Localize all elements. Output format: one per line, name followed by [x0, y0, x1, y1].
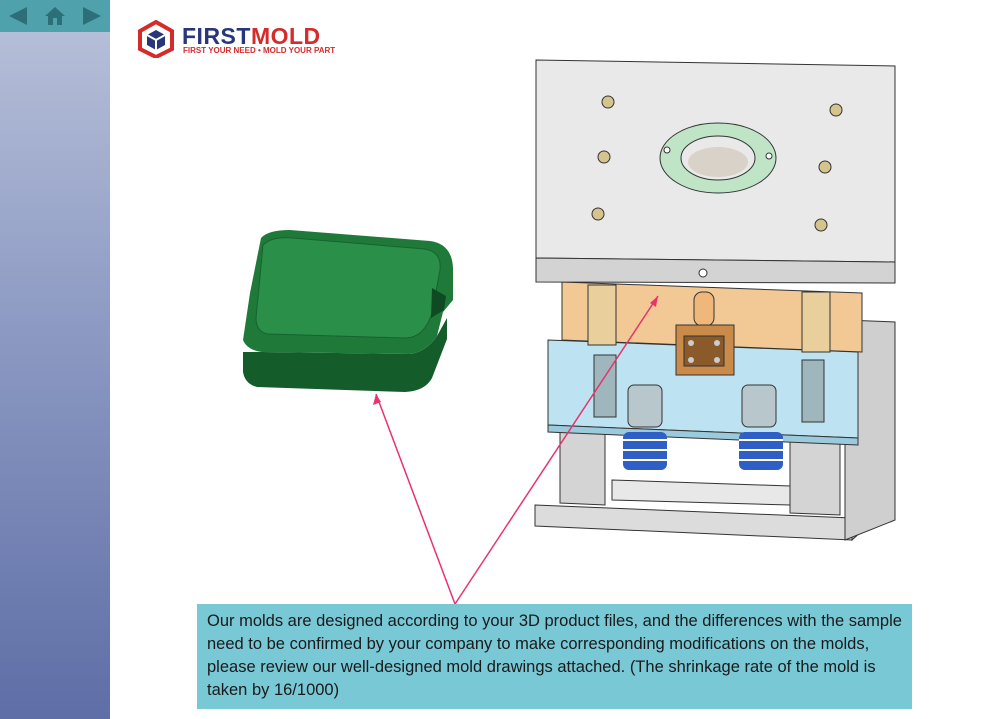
logo-wordmark: FIRSTMOLD — [182, 24, 321, 48]
home-button[interactable] — [40, 2, 70, 30]
nav-toolbar — [0, 0, 110, 32]
next-button[interactable] — [77, 2, 107, 30]
callout-text: Our molds are designed according to your… — [207, 612, 902, 699]
home-icon — [44, 7, 65, 25]
plastic-part — [243, 230, 453, 392]
mold-illustration — [243, 59, 896, 605]
sidebar-panel — [0, 0, 110, 719]
logo-cube-icon — [138, 19, 174, 60]
description-callout: Our molds are designed according to your… — [197, 604, 912, 709]
pointer-arrows — [373, 295, 659, 605]
back-button[interactable] — [3, 2, 33, 30]
top-clamp-plate — [535, 59, 896, 284]
triangle-right-icon — [82, 7, 101, 25]
triangle-left-icon — [9, 7, 28, 25]
firstmold-logo: FIRSTMOLD FIRST YOUR NEED • MOLD YOUR PA… — [136, 19, 351, 60]
logo-word-first: FIRST — [182, 23, 251, 49]
logo-word-mold: MOLD — [250, 23, 321, 49]
logo-tagline: FIRST YOUR NEED • MOLD YOUR PART — [183, 46, 336, 55]
springs — [623, 432, 783, 470]
